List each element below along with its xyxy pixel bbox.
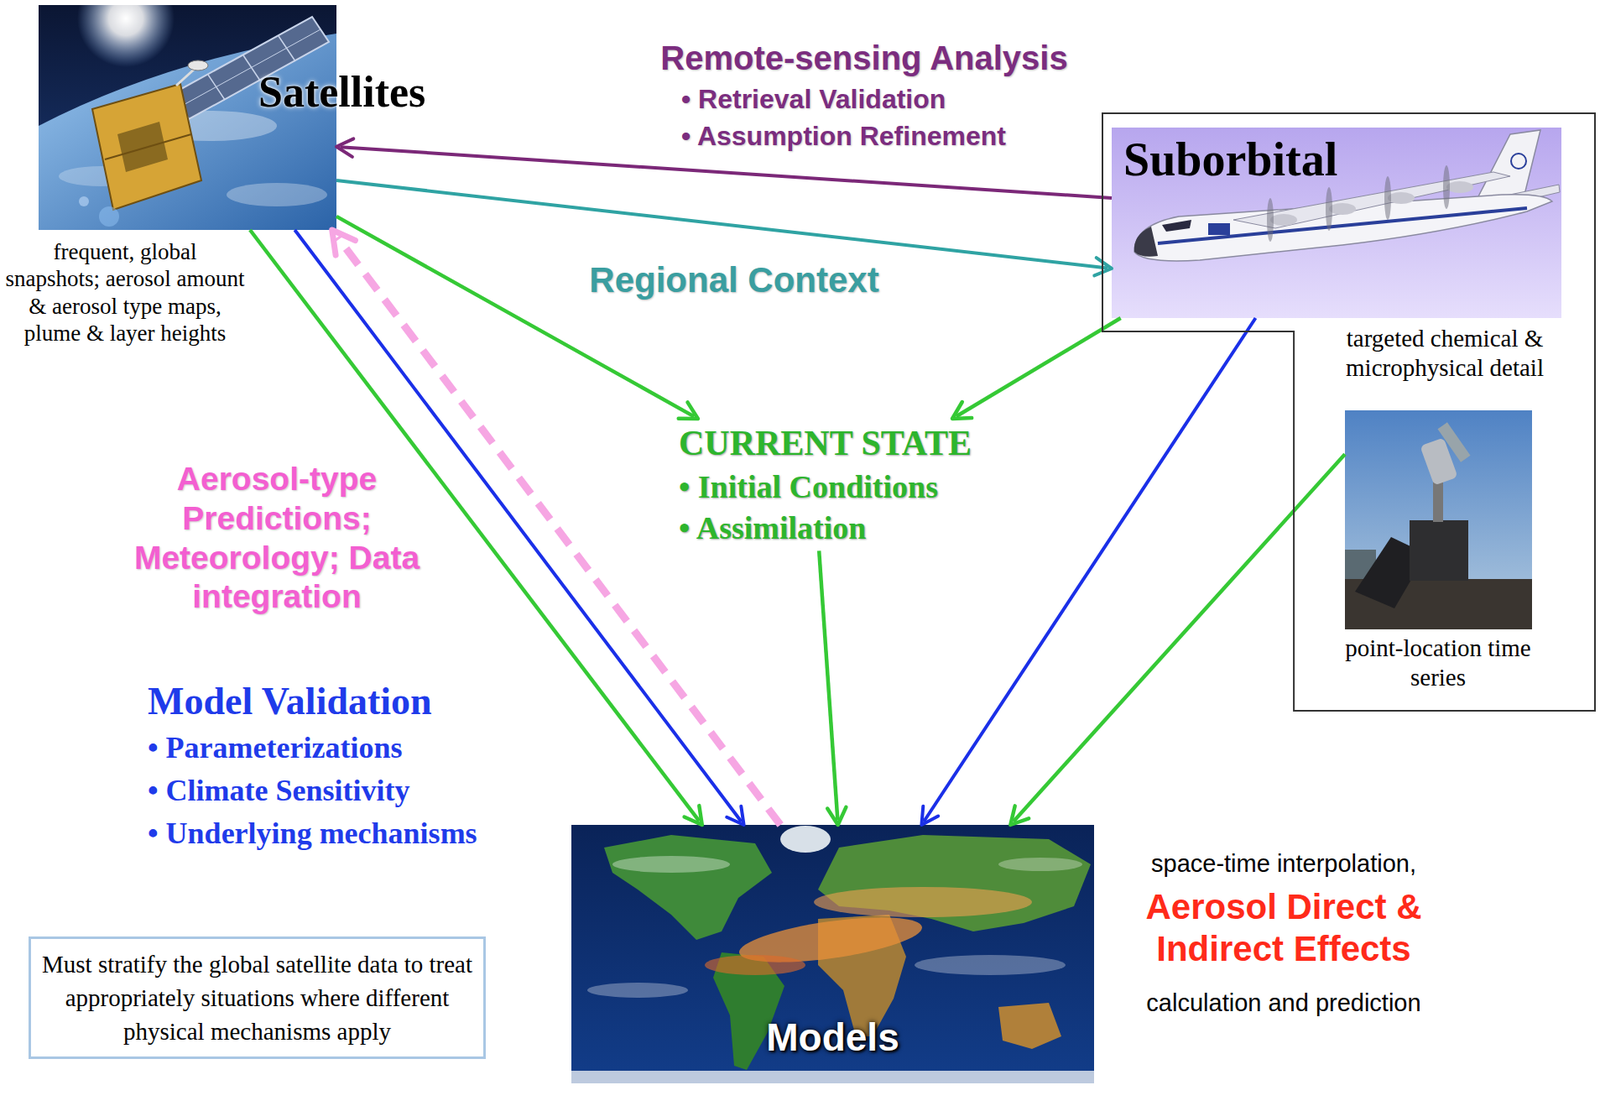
picture-part — [208, 74, 225, 100]
edge-label: Remote-sensing Analysis — [604, 38, 1125, 78]
picture-part — [1162, 219, 1192, 232]
aircraft-box: Suborbital — [1111, 127, 1562, 318]
picture-part — [187, 60, 209, 71]
picture-part — [226, 182, 328, 207]
picture-part — [1328, 203, 1356, 215]
connector — [818, 550, 846, 825]
picture-part — [1134, 194, 1553, 261]
picture-part — [571, 824, 1095, 1084]
picture-part — [1208, 223, 1230, 235]
picture-part — [813, 886, 1032, 918]
picture-part — [998, 857, 1083, 871]
edge-label: Aerosol-type Predictions; Meteorology; D… — [121, 459, 433, 617]
frame-outline — [1101, 112, 1596, 712]
bullet-item: • Assumption Refinement — [681, 120, 1006, 152]
arrow-head — [952, 401, 972, 419]
picture-part — [104, 134, 192, 160]
note-box: Must stratify the global satellite data … — [28, 936, 486, 1059]
picture-part — [1344, 410, 1533, 630]
picture-part — [604, 834, 772, 940]
connector-line — [336, 216, 694, 417]
picture-part — [704, 954, 806, 975]
picture-part — [998, 1002, 1062, 1049]
node-caption: targeted chemical & microphysical detail — [1306, 323, 1584, 383]
arrow-head — [827, 807, 846, 825]
bullet-item: • Assimilation — [678, 507, 972, 549]
connector-line — [923, 317, 1256, 822]
picture-part — [1111, 127, 1562, 318]
ground-instrument-box: point-location time series — [1344, 410, 1533, 630]
edge-label: Model Validation — [147, 679, 433, 725]
picture-part — [780, 825, 831, 853]
picture-part — [176, 68, 195, 86]
models-box: Models — [571, 824, 1095, 1084]
connector — [336, 216, 699, 419]
bullet-item: • Retrieval Validation — [681, 83, 946, 115]
node-title: Satellites — [258, 67, 426, 118]
connector-line — [956, 317, 1121, 417]
picture-part — [571, 1070, 1095, 1084]
picture-part — [1134, 226, 1158, 257]
block-heading: CURRENT STATE — [678, 420, 972, 467]
connector-line — [336, 180, 1108, 268]
bullet-item: • Initial Conditions — [678, 466, 972, 508]
note-text: Must stratify the global satellite data … — [41, 947, 474, 1048]
picture-part — [243, 55, 261, 81]
connector-line — [1013, 453, 1345, 822]
picture-part — [1443, 165, 1450, 209]
picture-part — [92, 83, 202, 210]
picture-part — [1387, 192, 1415, 204]
picture-part — [1270, 213, 1298, 226]
arrow-head — [726, 806, 744, 825]
node-caption: frequent, global snapshots; aerosol amou… — [3, 238, 247, 348]
suborbital-frame: targeted chemical & microphysical detail… — [1101, 112, 1596, 712]
annotation-heading: Aerosol Direct & Indirect Effects — [1107, 885, 1460, 971]
connector — [1010, 453, 1345, 825]
picture-part — [612, 855, 730, 873]
instrument-picture — [1344, 410, 1533, 630]
arrow-head — [678, 401, 699, 419]
connector-line — [818, 550, 838, 820]
picture-part — [914, 954, 1066, 975]
arrow-head — [921, 806, 939, 825]
satellite-picture — [38, 5, 337, 230]
picture-part — [99, 206, 120, 227]
aircraft-picture — [1111, 127, 1562, 318]
picture-part — [78, 196, 89, 207]
edge-label: Regional Context — [549, 260, 919, 301]
picture-part — [1325, 187, 1333, 231]
picture-part — [117, 121, 168, 172]
connector-line — [340, 146, 1112, 199]
bullet-item: • Climate Sensitivity — [147, 772, 411, 809]
picture-part — [1446, 181, 1474, 193]
node-title: Models — [571, 1014, 1095, 1061]
annotation-text: calculation and prediction — [1107, 988, 1460, 1018]
connector — [952, 317, 1121, 419]
picture-part — [818, 834, 1091, 932]
arrow-head — [332, 229, 356, 256]
arrow-head — [336, 138, 354, 157]
picture-part — [587, 982, 688, 998]
bullet-item: • Underlying mechanisms — [147, 815, 478, 852]
current-state-block: CURRENT STATE• Initial Conditions• Assim… — [673, 418, 977, 551]
picture-part — [1511, 153, 1527, 169]
node-title: Suborbital — [1123, 132, 1338, 187]
world-map-picture — [571, 824, 1095, 1084]
arrow-head — [684, 805, 703, 825]
connector — [921, 317, 1256, 825]
picture-part — [1266, 198, 1274, 242]
picture-part — [278, 36, 296, 62]
picture-part — [1384, 176, 1392, 220]
annotation-text: space-time interpolation, — [1107, 849, 1460, 879]
arrow-head — [1010, 805, 1029, 825]
picture-part — [1438, 422, 1471, 462]
picture-part — [77, 5, 175, 68]
bullet-item: • Parameterizations — [147, 729, 403, 767]
picture-part — [1409, 520, 1469, 581]
node-caption: point-location time series — [1337, 633, 1539, 693]
frame-outline-path — [1102, 113, 1595, 711]
satellite-box: Satellitesfrequent, global snapshots; ae… — [38, 5, 337, 230]
